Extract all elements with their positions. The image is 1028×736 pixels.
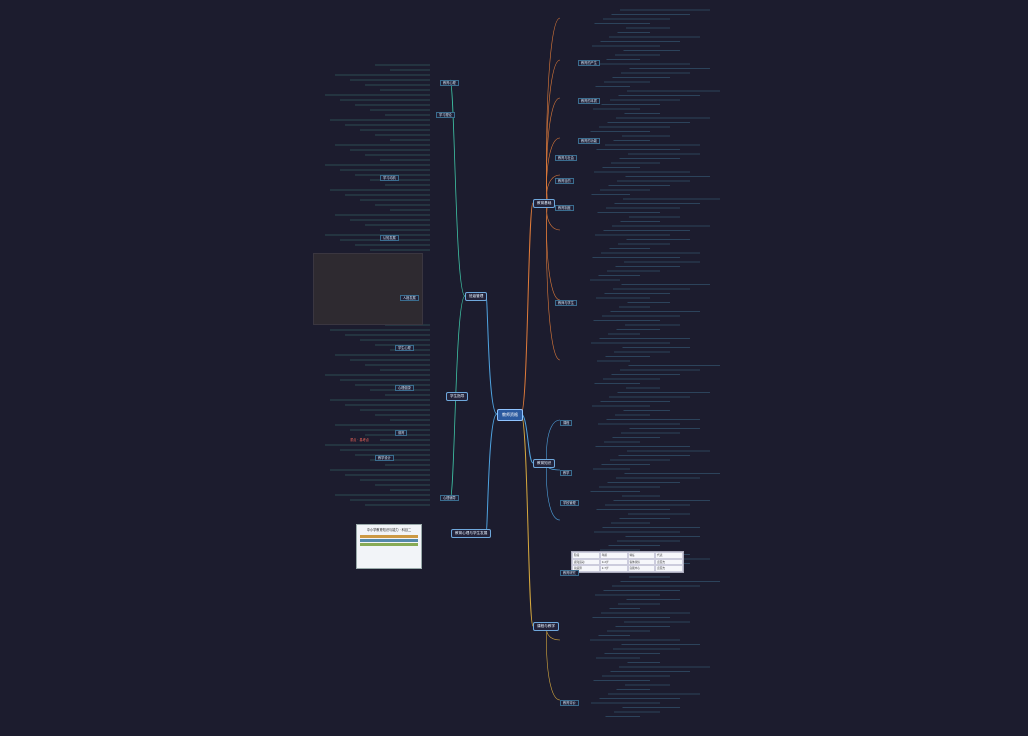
left-hub-1[interactable]: 学习理论 [436, 112, 455, 118]
table-cell: 前运算 [572, 565, 600, 572]
right-hub-11[interactable]: 教育评价 [560, 700, 579, 706]
left-hub-0[interactable]: 教育心理 [440, 80, 459, 86]
image-placeholder [313, 253, 423, 325]
branch-course-teaching[interactable]: 课程与教学 [533, 622, 559, 631]
branch-line [546, 462, 561, 521]
left-hub-3[interactable]: 认知发展 [380, 235, 399, 241]
branch-education-basis[interactable]: 教育基础 [533, 199, 556, 208]
branch-education-knowledge[interactable]: 教育知识 [533, 459, 556, 468]
book-bar [360, 535, 418, 538]
right-hub-2[interactable]: 教育的功能 [578, 138, 600, 144]
right-hub-3[interactable]: 教育与社会 [555, 155, 577, 161]
left-hub-8[interactable]: 教学设计 [375, 455, 394, 461]
branch-line [546, 419, 561, 464]
trunk-right-top [520, 202, 534, 415]
table-cell: 年龄 [599, 552, 628, 559]
central-topic[interactable]: 教师资格 [497, 409, 523, 421]
table-cell: 皮亚杰 [655, 565, 683, 572]
table-cell: 皮亚杰 [655, 558, 683, 566]
table-cell: 自我中心 [627, 565, 656, 572]
table-cell: 代表 [655, 552, 683, 559]
trunk-left-branch [449, 79, 466, 297]
branch-student-guidance[interactable]: 学生指导 [446, 392, 469, 401]
table-cell: 感知运动 [572, 558, 600, 566]
right-hub-0[interactable]: 教育的产生 [578, 60, 600, 66]
book-cover-image: 中小学教育知识与能力 · 科目二 [356, 524, 422, 569]
table-cell: 0-2岁 [599, 558, 628, 566]
left-hub-5[interactable]: 学生心理 [395, 345, 414, 351]
left-hub-4[interactable]: 人格发展 [400, 295, 419, 301]
left-hub-7[interactable]: 德育 [395, 430, 408, 436]
branch-line [546, 137, 561, 204]
branch-line [546, 202, 561, 301]
table-cell: 客体永恒 [627, 558, 656, 566]
branch-line [546, 97, 561, 204]
right-hub-9[interactable]: 学校管理 [560, 500, 579, 506]
table-cell: 特征 [627, 552, 656, 559]
right-hub-7[interactable]: 课程 [560, 420, 573, 426]
table-cell: 阶段 [572, 552, 600, 559]
branch-class-management[interactable]: 班级管理 [465, 292, 488, 301]
left-hub-6[interactable]: 心理健康 [395, 385, 414, 391]
table-cell: 2-7岁 [599, 565, 628, 572]
highlight-label: 重点 · 易考点 [350, 438, 369, 442]
trunk-left-low [485, 413, 498, 534]
branch-psych-development[interactable]: 教育心理与学生发展 [451, 529, 492, 538]
branch-line [546, 202, 561, 361]
left-hub-2[interactable]: 学习动机 [380, 175, 399, 181]
right-hub-10[interactable]: 教育研究 [560, 570, 579, 576]
right-hub-5[interactable]: 教育制度 [555, 205, 574, 211]
left-hub-9[interactable]: 心理辅导 [440, 495, 459, 501]
branch-line [546, 625, 561, 701]
right-hub-8[interactable]: 教学 [560, 470, 573, 476]
book-title: 中小学教育知识与能力 · 科目二 [366, 528, 412, 532]
right-hub-1[interactable]: 教育的本质 [578, 98, 600, 104]
right-hub-4[interactable]: 教育目的 [555, 178, 574, 184]
trunk-left-top [485, 295, 498, 415]
trunk-right-low [520, 413, 534, 627]
book-bar [360, 539, 418, 542]
right-hub-6[interactable]: 教师与学生 [555, 300, 577, 306]
book-bar [360, 543, 418, 546]
